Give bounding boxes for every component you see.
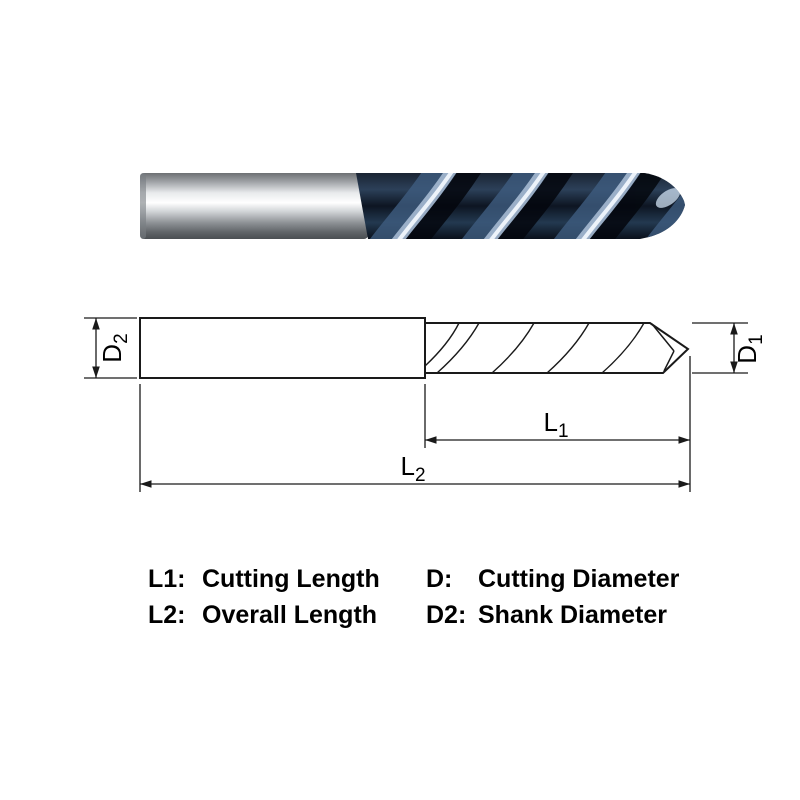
shank-outline [139, 317, 426, 379]
tip-facet-lines [651, 323, 675, 372]
legend-def-l2: Overall Length [202, 601, 378, 629]
legend-def-d: Cutting Diameter [478, 565, 680, 593]
flute-spiral-lines [424, 322, 645, 374]
l2-label: L2 [400, 451, 425, 486]
dim-d2 [84, 317, 137, 379]
d2-label: D2 [97, 333, 132, 362]
drill-photo [140, 173, 685, 239]
legend-term-l1: L1: [148, 565, 186, 593]
photo-shank-endcap [140, 173, 146, 239]
dim-l1 [424, 356, 691, 492]
dim-l2 [139, 384, 690, 492]
d1-label: D1 [732, 334, 767, 363]
legend-term-l2: L2: [148, 601, 186, 629]
legend: L1: Cutting Length D: Cutting Diameter L… [148, 562, 679, 633]
legend-term-d: D: [426, 565, 453, 593]
flute-highlights [359, 173, 685, 239]
l1-label: L1 [543, 407, 568, 442]
cutting-outline [424, 322, 690, 374]
legend-def-d2: Shank Diameter [478, 601, 667, 629]
legend-def-l1: Cutting Length [202, 565, 380, 593]
legend-term-d2: D2: [426, 601, 467, 629]
photo-shank [140, 173, 368, 239]
technical-drawing: D2 D1 L1 L2 [84, 317, 767, 492]
dim-d1 [692, 322, 748, 374]
